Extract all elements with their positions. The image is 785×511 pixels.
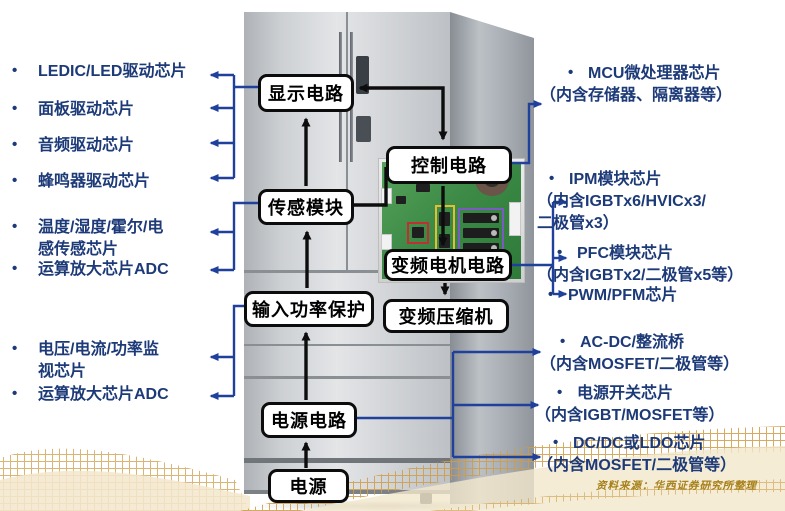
bullet-icon: • [557, 244, 563, 261]
pcb-module [463, 213, 499, 223]
chip-item-temp-sensor: • 温度/湿度/霍尔/电 感传感芯片 [12, 218, 164, 258]
bullet-icon: • [12, 260, 18, 277]
chip-item-pwm-pfm: • PWM/PFM芯片 [548, 286, 678, 304]
fridge-drawer-seam [244, 344, 450, 346]
pcb-chip [396, 196, 406, 204]
fridge-drawer-seam [244, 376, 450, 379]
node-input-power-protection: 输入功率保护 [244, 291, 374, 327]
node-label: 变频压缩机 [398, 307, 494, 327]
node-power-source: 电源 [268, 469, 349, 503]
pcb-red-highlight [407, 222, 429, 244]
pcb-chip [439, 212, 450, 226]
node-label: 变频电机电路 [391, 256, 505, 276]
chip-item-buzzer-driver: • 蜂鸣器驱动芯片 [12, 172, 151, 190]
source-note: 资料来源：华西证券研究所整理 [596, 481, 757, 492]
fridge-drawer-gap [244, 458, 450, 463]
fridge-dispenser [356, 116, 371, 142]
chip-item-acdc: • AC-DC/整流桥 （内含MOSFET/二极管等） [540, 333, 740, 373]
node-label: 电源 [289, 477, 328, 497]
pcb-module [463, 243, 499, 253]
node-sensor-module: 传感模块 [258, 189, 354, 225]
bullet-icon: • [12, 100, 18, 117]
bullet-icon: • [568, 64, 574, 81]
chip-item-ledic: • LEDIC/LED驱动芯片 [12, 62, 187, 80]
fridge-door-seam [346, 12, 348, 270]
chip-item-panel-driver: • 面板驱动芯片 [12, 100, 135, 118]
pcb-connector [381, 234, 392, 250]
fridge-foot [420, 493, 432, 504]
pcb-chip [439, 234, 450, 248]
chip-item-opamp-adc-2: • 运算放大芯片ADC [12, 385, 169, 403]
fridge-display-panel [356, 56, 369, 94]
node-power-circuit: 电源电路 [261, 402, 357, 438]
chip-item-voltage-monitor: • 电压/电流/功率监 视芯片 [12, 340, 159, 380]
bullet-icon: • [12, 385, 18, 402]
pcb-chip [416, 184, 430, 192]
node-label: 控制电路 [411, 156, 487, 176]
bullet-icon: • [557, 384, 563, 401]
chip-item-audio-driver: • 音频驱动芯片 [12, 136, 135, 154]
pcb-module [463, 228, 499, 238]
node-label: 显示电路 [268, 84, 344, 104]
bullet-icon: • [560, 333, 566, 350]
bullet-icon: • [12, 340, 18, 357]
bullet-icon: • [548, 286, 554, 303]
bullet-icon: • [12, 172, 18, 189]
bullet-icon: • [549, 170, 555, 187]
pcb-chip [412, 227, 424, 238]
pcb-connector [509, 202, 521, 236]
bullet-icon: • [12, 218, 18, 235]
node-label: 电源电路 [271, 411, 347, 431]
node-label: 传感模块 [268, 198, 344, 218]
node-label: 输入功率保护 [252, 300, 366, 320]
node-display-circuit: 显示电路 [258, 74, 354, 112]
bullet-icon: • [12, 62, 18, 79]
bullet-icon: • [12, 136, 18, 153]
chip-item-ipm: • IPM模块芯片 （内含IGBTx6/HVICx3/ 二极管x3） [537, 170, 706, 232]
node-inverter-compressor: 变频压缩机 [383, 299, 509, 333]
chip-item-pfc: • PFC模块芯片 （内含IGBTx2/二极管x5等） [537, 244, 744, 284]
chip-item-dcdc-ldo: • DC/DC或LDO芯片 （内含MOSFET/二极管等） [537, 434, 737, 474]
node-inverter-motor-circuit: 变频电机电路 [384, 249, 512, 281]
chip-item-power-switch: • 电源开关芯片 （内含IGBT/MOSFET等） [535, 384, 725, 424]
chip-item-mcu: • MCU微处理器芯片 （内含存储器、隔离器等） [540, 64, 733, 104]
chip-item-opamp-adc-1: • 运算放大芯片ADC [12, 260, 169, 278]
node-control-circuit: 控制电路 [386, 146, 512, 184]
pcb-connector [381, 188, 392, 204]
fridge-drawer-seam [244, 270, 450, 273]
